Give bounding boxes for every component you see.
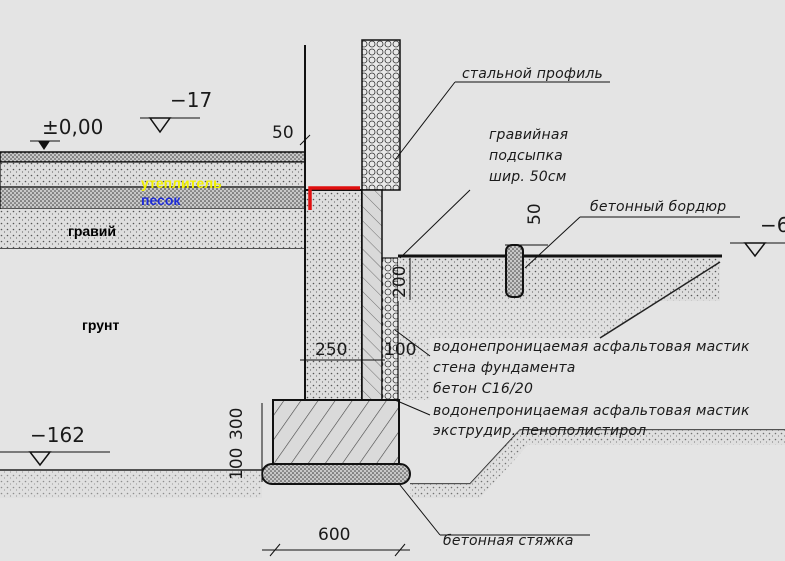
concrete-border-label: бетонный бордюр — [590, 199, 727, 215]
leader-mastic-2 — [394, 399, 431, 416]
sand-annotation: песок — [141, 192, 181, 208]
floor-screed-layer — [0, 151, 306, 163]
level-6-marker — [743, 242, 767, 258]
dim-50-tick — [299, 134, 311, 146]
dim-100-base-label: 100 — [227, 447, 247, 480]
concrete-screed-base — [261, 463, 411, 485]
steel-profile-label: стальной профиль — [462, 66, 603, 82]
dim-200-label: 200 — [390, 265, 410, 298]
dim-50-top-label: 50 — [272, 123, 294, 143]
leader-screed — [399, 484, 441, 536]
level-6-label: −6 — [760, 213, 785, 237]
excavation-fill — [410, 430, 785, 498]
outside-gravel-layer — [398, 256, 720, 301]
eps-insulation — [361, 189, 383, 401]
level-162-marker — [28, 451, 52, 467]
outside-fill — [400, 260, 720, 400]
waterproof-mastic-label-1: водонепроницаемая асфальтовая мастик — [433, 339, 750, 355]
concrete-border-block — [505, 244, 524, 298]
slope-line — [599, 261, 721, 339]
dim-50-border-label: 50 — [525, 203, 545, 225]
dim-100-wall-label: 100 — [384, 340, 417, 360]
gravel-fill-label-3: шир. 50см — [489, 169, 567, 185]
dim-250-label: 250 — [315, 340, 348, 360]
gravel-annotation: гравий — [68, 223, 116, 239]
steel-profile-marker — [308, 186, 360, 210]
leader-steel-profile — [394, 81, 456, 161]
leader-mastic-1 — [394, 329, 431, 357]
level-17-marker — [148, 117, 172, 134]
dim-600-tick-r — [394, 543, 406, 557]
dim-600-tick-l — [269, 543, 281, 557]
foundation-footing — [272, 399, 400, 465]
gravel-fill-label-1: гравийная — [489, 127, 569, 143]
level-162-label: −162 — [30, 423, 85, 447]
leader-gravel-fill — [399, 189, 471, 259]
foundation-wall — [304, 189, 363, 401]
dim-300-label: 300 — [227, 407, 247, 440]
insulation-annotation: утеплитель — [141, 175, 222, 191]
eps-label: экструдир. пенополистирол — [433, 423, 647, 439]
inner-excavation-fill — [0, 470, 262, 498]
waterproof-mastic-label-2: водонепроницаемая асфальтовая мастик — [433, 403, 750, 419]
zero-level-marker — [38, 141, 50, 150]
foundation-wall-label: стена фундамента — [433, 360, 576, 376]
concrete-grade-label: бетон С16/20 — [433, 381, 534, 397]
soil-annotation: грунт — [82, 317, 120, 333]
gravel-fill-label-2: подсыпка — [489, 148, 563, 164]
concrete-screed-label: бетонная стяжка — [443, 533, 574, 549]
level-zero-label: ±0,00 — [42, 115, 104, 139]
gravel-layer — [0, 209, 305, 248]
wall-insulation-panel — [361, 39, 401, 191]
level-17-label: −17 — [170, 88, 213, 112]
dim-600-label: 600 — [318, 525, 351, 545]
leader-border — [524, 216, 581, 269]
